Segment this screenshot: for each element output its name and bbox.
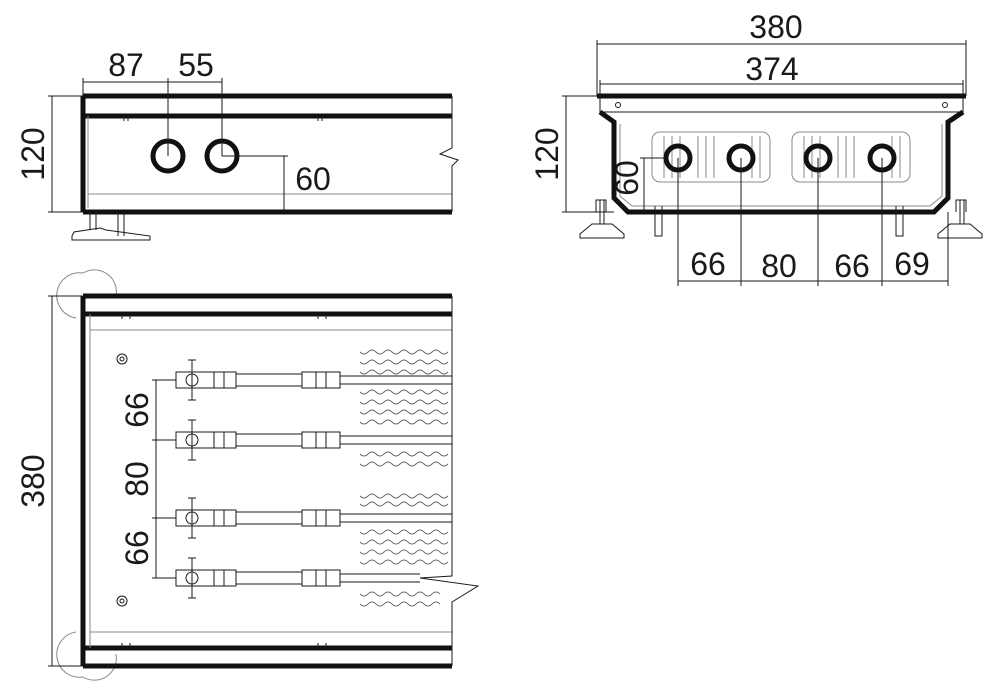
pipe-row-1	[175, 359, 452, 401]
front-spacing-3-label: 66	[834, 248, 870, 284]
front-outer-width-label: 380	[749, 9, 802, 45]
pipe-row-3	[175, 497, 452, 539]
side-dist-b-label: 55	[178, 47, 214, 83]
top-width-label: 380	[15, 454, 51, 507]
side-height-label: 120	[15, 127, 51, 180]
front-spacing-4-label: 69	[894, 246, 930, 282]
heat-exchanger-fins	[359, 349, 449, 607]
top-view: 380 66 80 66	[15, 269, 480, 681]
top-spacing-3-label: 66	[119, 530, 155, 566]
side-pipe-height-label: 60	[295, 161, 331, 197]
pipe-row-4	[175, 557, 420, 599]
side-dist-a-label: 87	[108, 47, 144, 83]
top-spacing-1-label: 66	[119, 392, 155, 428]
front-view: 380 374 120 60 66 80 66 69	[529, 9, 983, 286]
pipe-row-2	[175, 419, 452, 461]
front-inner-width-label: 374	[745, 51, 798, 87]
front-spacing-2-label: 80	[761, 248, 797, 284]
side-view: 120 87 55 60	[15, 47, 459, 241]
front-spacing-1-label: 66	[690, 246, 726, 282]
front-height-label: 120	[529, 127, 565, 180]
top-spacing-2-label: 80	[119, 461, 155, 497]
front-pipe-height-label: 60	[609, 160, 645, 196]
